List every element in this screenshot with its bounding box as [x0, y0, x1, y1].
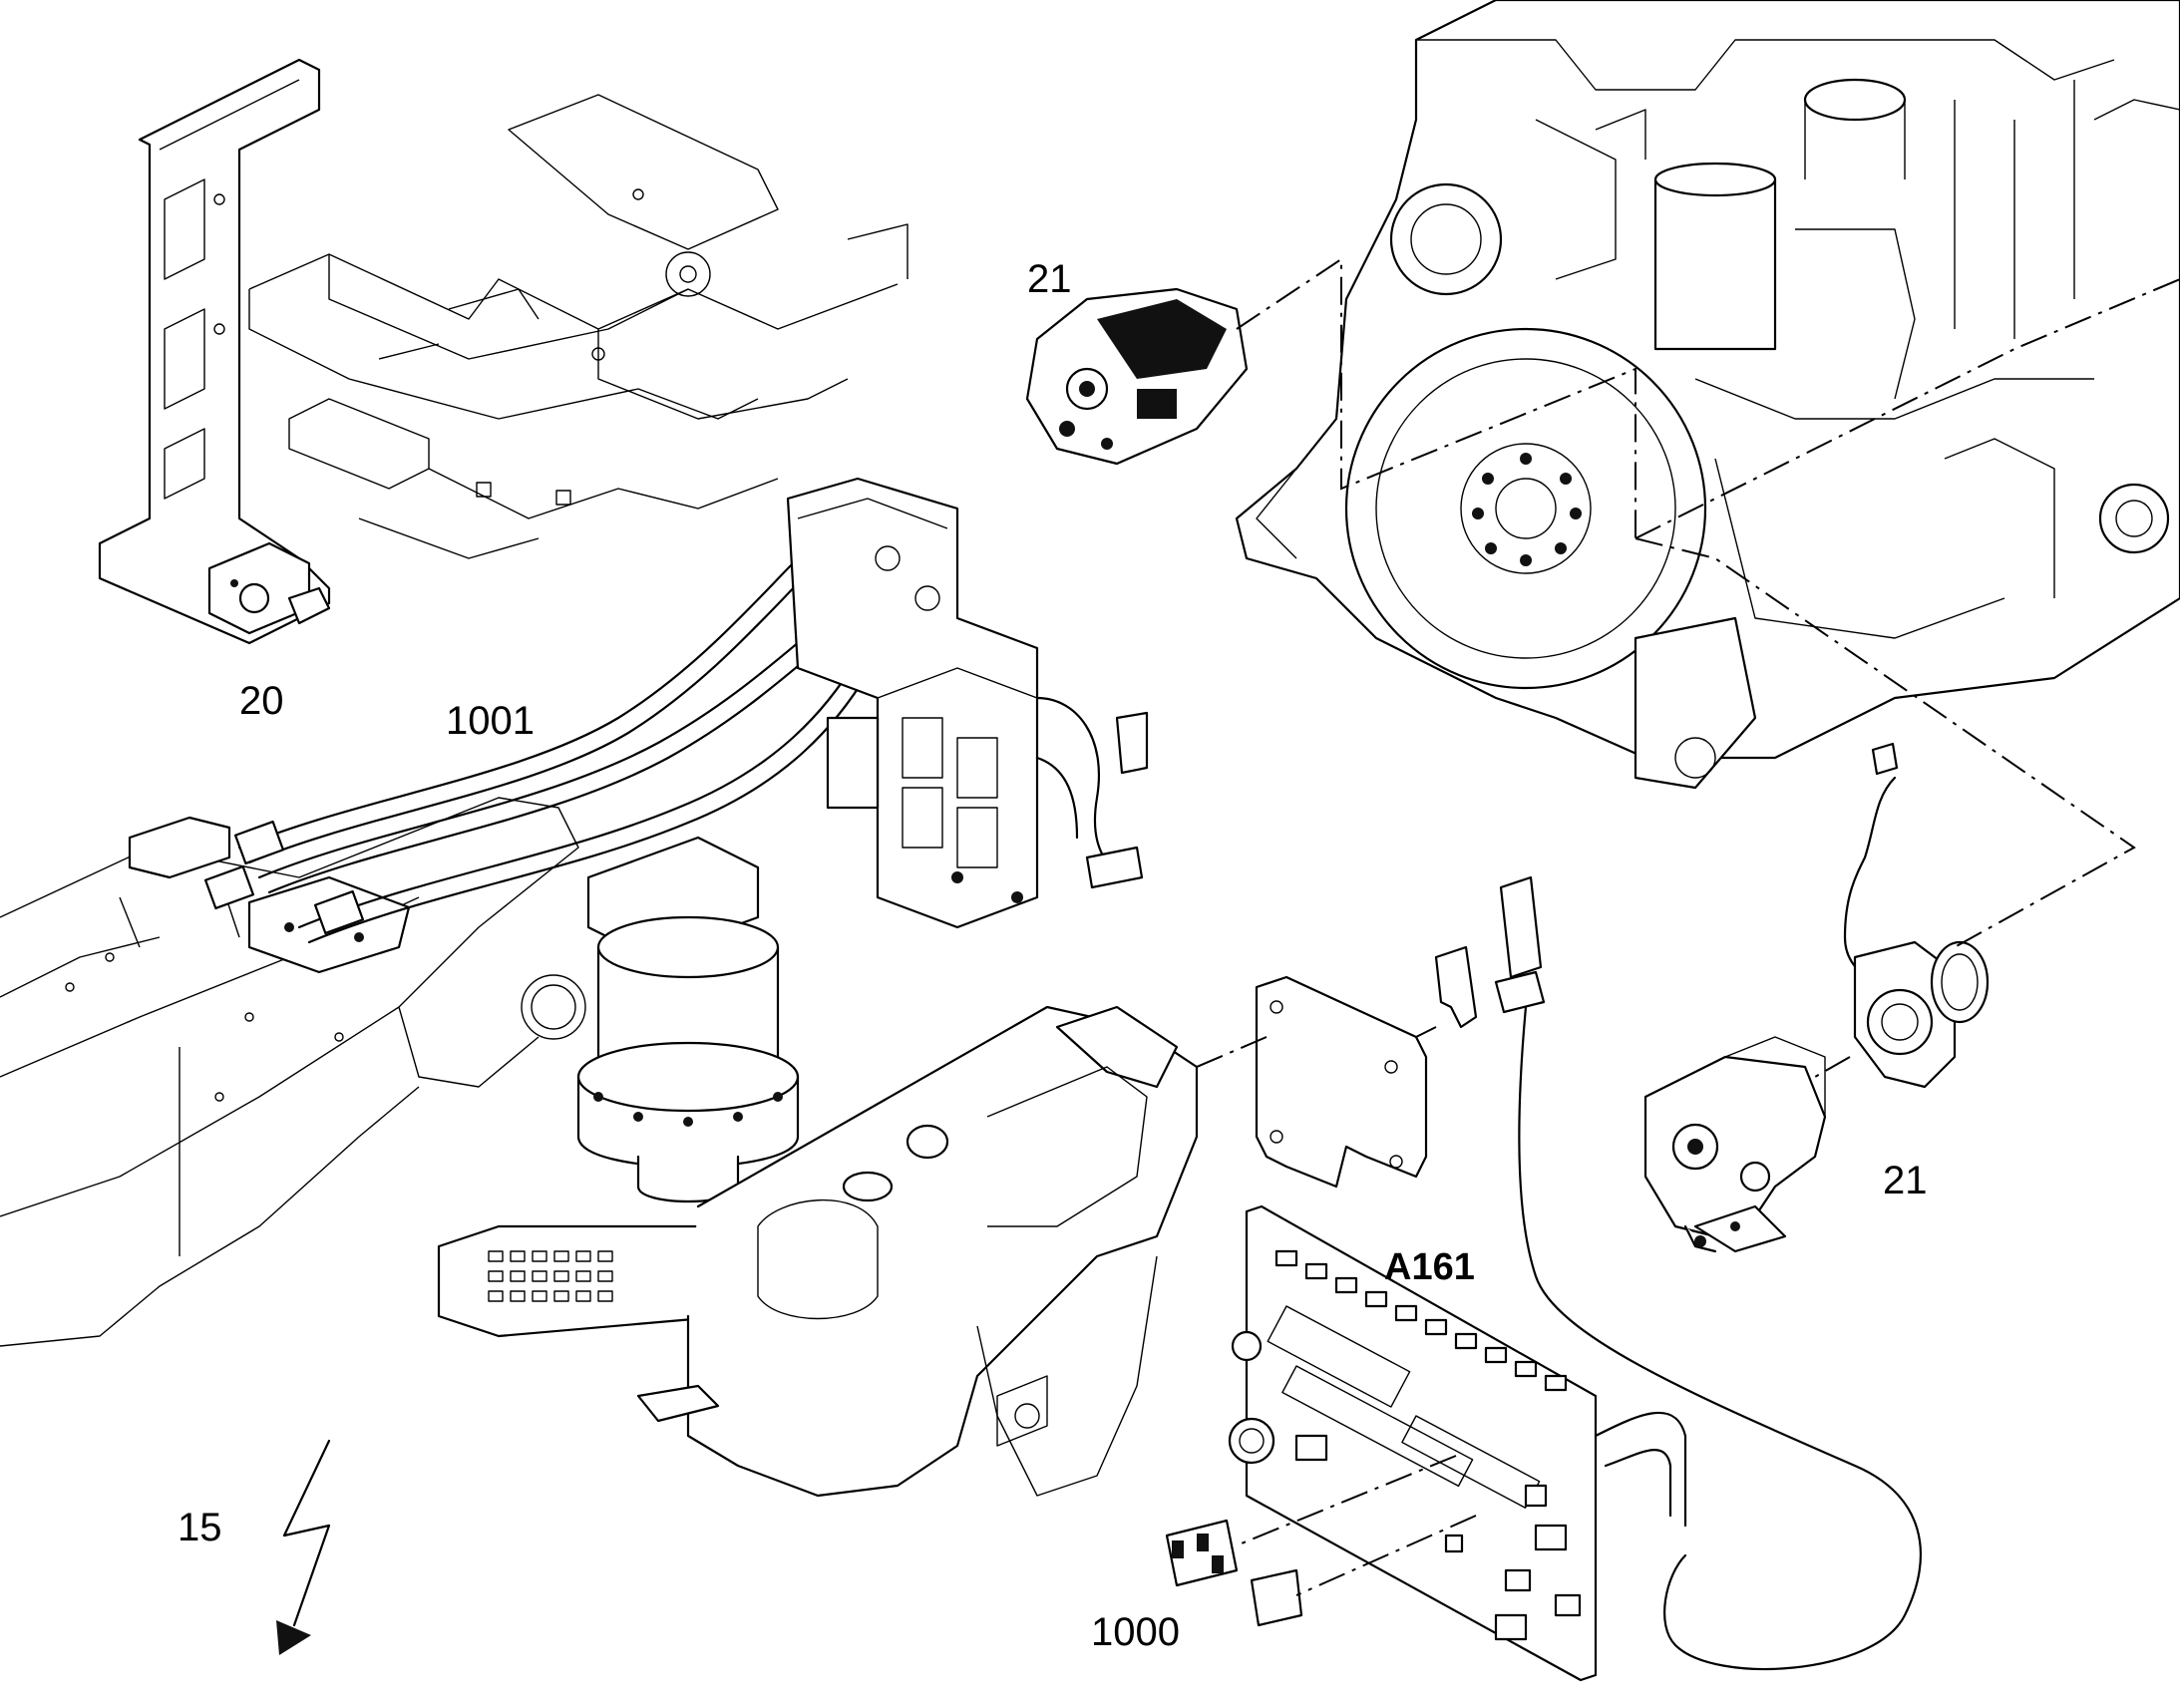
wiring-harness: [1518, 742, 1923, 1671]
hydraulic-pump-right: [1643, 1036, 1827, 1253]
swing-drive: [576, 836, 800, 1203]
callout-15: 15: [178, 1506, 222, 1549]
relay-set: [1165, 1519, 1303, 1627]
callout-1000: 1000: [1091, 1610, 1180, 1654]
operator-console: [437, 1005, 1199, 1498]
callout-a161: A161: [1384, 1246, 1475, 1288]
mounting-plate: [1255, 975, 1428, 1189]
clip-connector: [1434, 875, 1546, 1029]
board-connectors: [1267, 1249, 1582, 1641]
hose-assembly: [203, 556, 870, 944]
callout-1001: 1001: [446, 699, 535, 743]
pump-flange-gear: [1853, 940, 1990, 1089]
callout-21-top: 21: [1027, 257, 1072, 301]
bracket-assembly: [98, 58, 331, 645]
console-keypad: [488, 1250, 613, 1302]
upper-frame: [248, 94, 908, 559]
control-valve-block: [786, 477, 1149, 929]
electrical-lightning-icon: [276, 1439, 331, 1655]
control-board: [1228, 1204, 1598, 1682]
callout-20: 20: [239, 679, 284, 723]
exploded-view-lines: [1196, 257, 2180, 1596]
hydraulic-pump-top: [1025, 287, 1249, 466]
callout-21-right: 21: [1883, 1159, 1928, 1202]
engine: [1235, 0, 2180, 790]
